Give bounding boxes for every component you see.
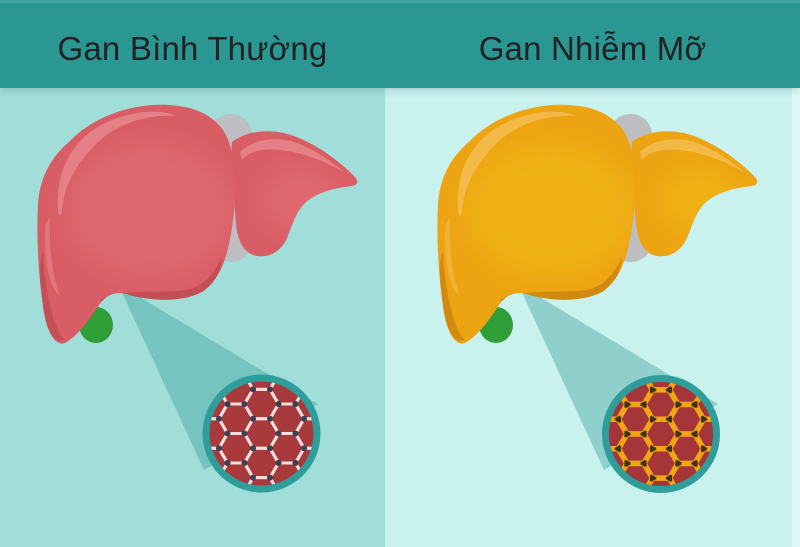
normal-liver-title: Gan Bình Thường	[57, 30, 328, 67]
lens-background-normal	[209, 381, 314, 486]
right-edge-strip	[792, 88, 800, 547]
fatty-liver-graphic	[437, 105, 757, 344]
normal-liver-graphic	[37, 105, 357, 344]
header-bar: Gan Bình Thường Gan Nhiễm Mỡ	[0, 0, 800, 88]
normal-liver-figure	[37, 105, 357, 493]
magnified-cells-fatty	[602, 375, 720, 493]
liver-comparison-illustration	[0, 88, 800, 493]
fatty-liver-figure	[437, 105, 757, 493]
magnified-cells-normal	[202, 374, 321, 493]
fatty-liver-title: Gan Nhiễm Mỡ	[478, 30, 707, 67]
